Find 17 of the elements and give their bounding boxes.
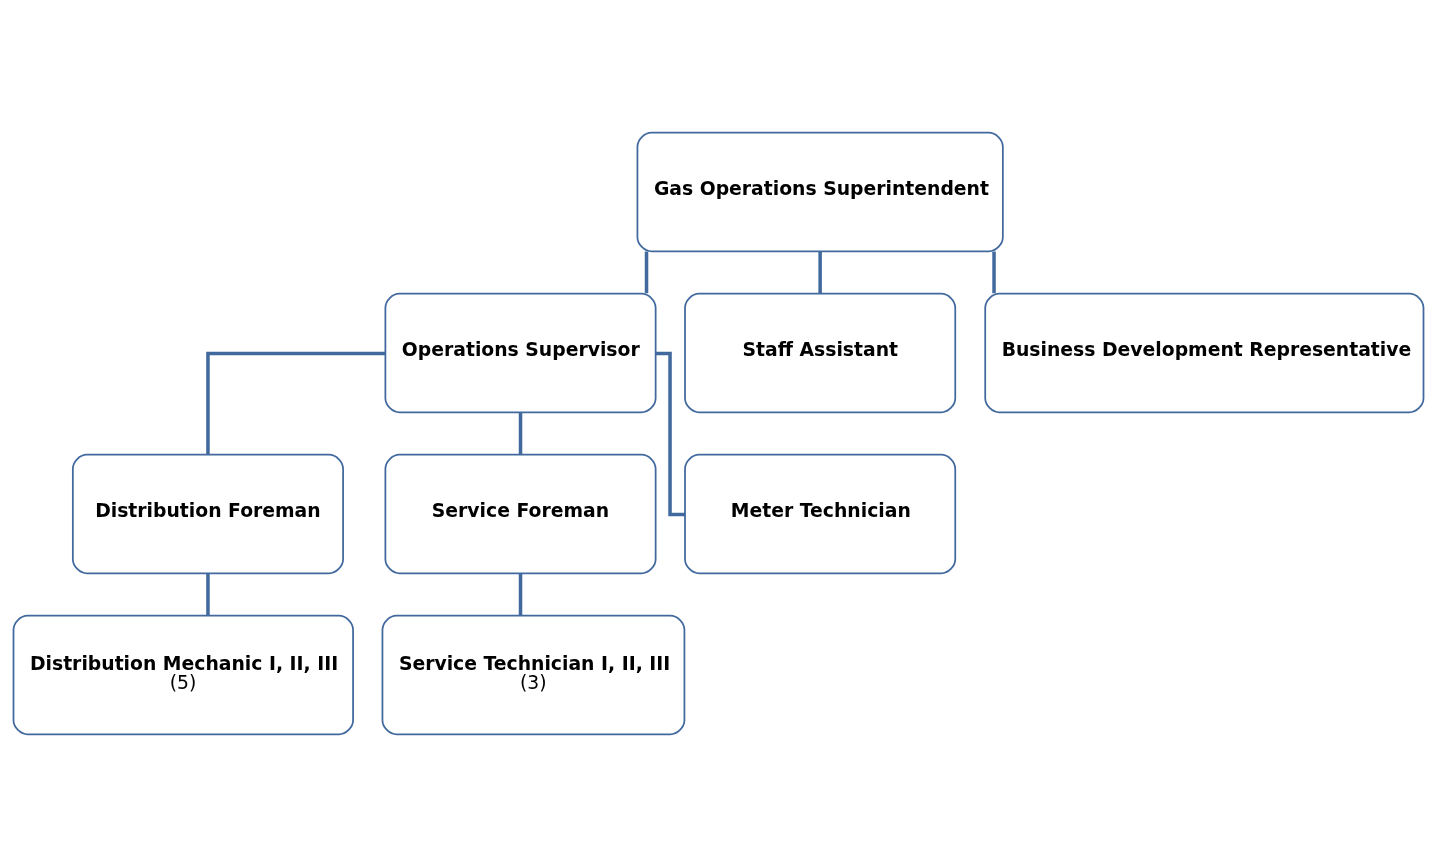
node-box: Staff Assistant [684,292,957,414]
node-box: Distribution Foreman [71,453,344,575]
connector [206,573,210,616]
node-box: Operations Supervisor [384,292,657,414]
node-box: Meter Technician [684,453,957,575]
connector [655,351,685,517]
node-box: Distribution Mechanic I, II, III (5) [12,614,354,736]
node-box: Service Foreman [384,453,657,575]
connector [644,251,649,294]
node-box: Service Technician I, II, III (3) [381,614,686,736]
connector [518,573,523,616]
connector [992,251,996,294]
node-box: Business Development Representative [984,292,1425,414]
connector [818,251,822,294]
node-box: Gas Operations Superintendent [636,131,1004,253]
connector [206,351,386,455]
connector [518,412,523,455]
